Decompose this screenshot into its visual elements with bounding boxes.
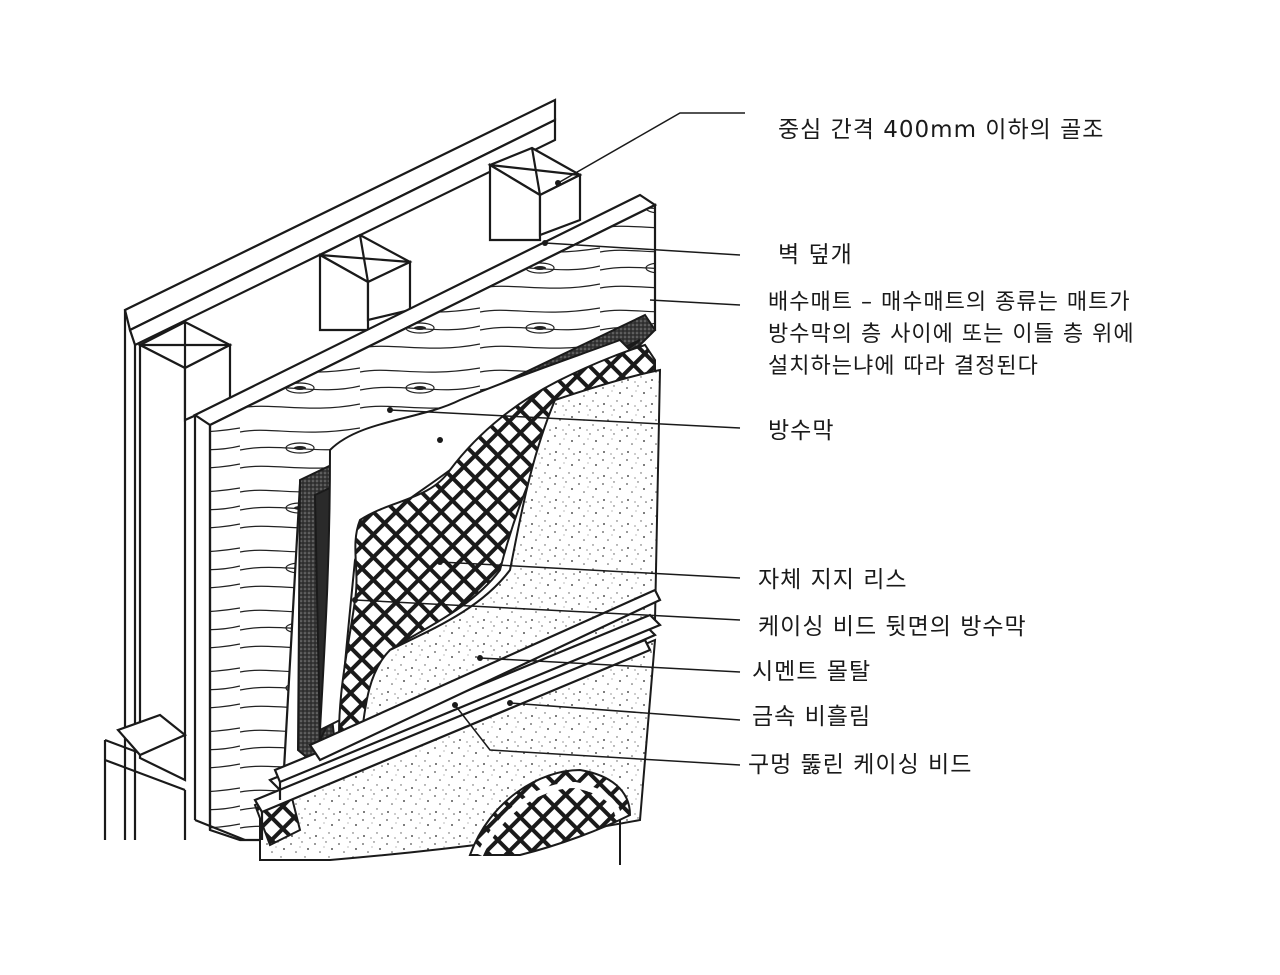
leader-lines: [354, 112, 745, 766]
label-metal-flashing: 금속 비흘림: [752, 704, 872, 730]
label-casing-membrane: 케이싱 비드 뒷면의 방수막: [758, 614, 1027, 640]
label-framing: 중심 간격 400mm 이하의 골조: [778, 117, 1105, 143]
label-drainage-mat-line-1: 배수매트 – 매수매트의 종류는 매트가: [768, 290, 1131, 315]
metal-flashing-bead: [253, 588, 662, 840]
framing-studs: [116, 146, 583, 782]
label-weep-casing-bead: 구멍 뚫린 케이싱 비드: [748, 752, 973, 778]
label-sheathing: 벽 덮개: [778, 242, 853, 268]
label-cement-mortar: 시멘트 몰탈: [752, 659, 872, 685]
label-drainage-mat-line-3: 설치하는냐에 따라 결정된다: [768, 354, 1039, 379]
framing-back-panel: [103, 98, 557, 840]
label-drainage-mat: 배수매트 – 매수매트의 종류는 매트가 방수막의 층 사이에 또는 이들 층 …: [768, 287, 1135, 383]
label-drainage-mat-line-2: 방수막의 층 사이에 또는 이들 층 위에: [768, 322, 1135, 347]
lower-lath-patch: [468, 768, 632, 865]
label-lath: 자체 지지 리스: [758, 567, 908, 593]
leader-dots: [352, 180, 561, 708]
label-membrane: 방수막: [768, 418, 835, 444]
